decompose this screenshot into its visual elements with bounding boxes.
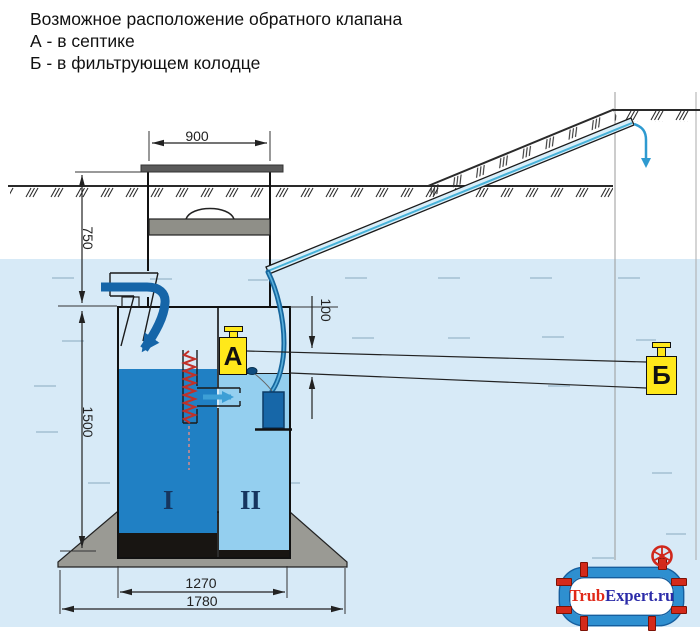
connection-lines — [246, 350, 647, 389]
manhole-handle — [185, 207, 235, 220]
septic-tank — [117, 306, 291, 559]
chamber1-sludge — [119, 533, 217, 557]
discharge-arrow — [633, 122, 651, 168]
chamber2-sludge — [219, 550, 289, 557]
inflow-arrow — [101, 282, 170, 353]
pump — [262, 391, 285, 429]
pump-assembly — [246, 269, 292, 431]
neck-and-cover — [121, 164, 284, 308]
filter-well-walls — [614, 92, 697, 560]
ground-surface — [8, 108, 700, 198]
filter-coil — [181, 350, 198, 424]
inlet-pipe — [101, 272, 170, 353]
dimension-lines — [58, 131, 346, 614]
lid-slab — [140, 164, 284, 173]
chamber1-water — [119, 369, 217, 533]
float-switch — [246, 367, 258, 375]
manhole-cover — [148, 218, 271, 236]
mound-slope — [427, 108, 619, 197]
overflow-tee — [181, 350, 241, 470]
